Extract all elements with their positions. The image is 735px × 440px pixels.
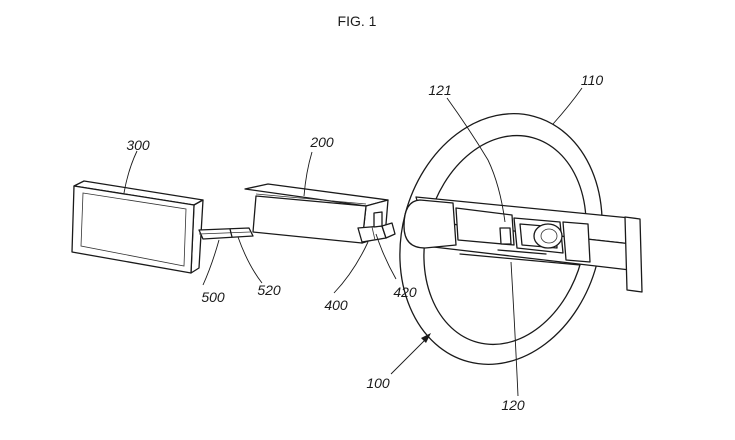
leader-lines — [123, 87, 583, 397]
label-100: 100 — [366, 375, 390, 391]
figure-title: FIG. 1 — [338, 13, 377, 29]
label-121: 121 — [428, 82, 451, 98]
steering-column — [403, 196, 643, 293]
label-520: 520 — [257, 282, 281, 298]
label-200: 200 — [309, 134, 334, 150]
display-arm — [198, 227, 254, 240]
mount-bracket — [357, 211, 396, 243]
label-400: 400 — [324, 297, 348, 313]
label-120: 120 — [501, 397, 525, 413]
label-110: 110 — [581, 72, 604, 88]
label-420: 420 — [393, 284, 417, 300]
label-300: 300 — [126, 137, 150, 153]
label-500: 500 — [201, 289, 225, 305]
display-panel — [71, 180, 204, 274]
arrow-head-100 — [421, 333, 431, 343]
